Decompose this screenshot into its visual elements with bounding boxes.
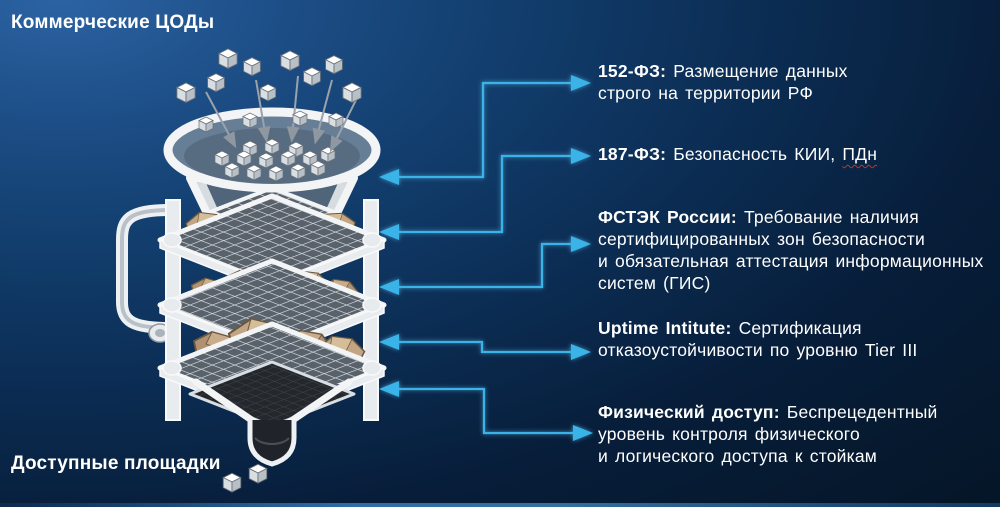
falling-cubes	[176, 48, 362, 153]
filter-tray-2	[157, 258, 387, 358]
connector-fstec	[378, 235, 592, 296]
connector-physical	[378, 380, 594, 442]
connector-152fz	[378, 74, 592, 186]
connector-uptime	[378, 333, 592, 361]
funnel-frame	[165, 199, 379, 421]
frame-nubs	[162, 232, 382, 376]
annotation-connectors	[378, 74, 594, 442]
page-title: Коммерческие ЦОДы	[11, 12, 215, 33]
filter-tray-3	[157, 315, 387, 421]
filter-tray-1	[157, 193, 387, 293]
annotation-uptime: Uptime Intitute: Сертификация отказоусто…	[598, 318, 918, 360]
funnel-cone	[186, 174, 358, 352]
annotation-152fz-label: 152-ФЗ:	[598, 61, 667, 81]
annotation-fstec: ФСТЭК России: Требование наличия сертифи…	[598, 207, 984, 293]
bottom-accent-bar	[0, 503, 1000, 507]
output-cubes	[222, 463, 268, 493]
spellchecked-word: ПДн	[842, 144, 878, 164]
annotation-187fz: 187-ФЗ: Безопасность КИИ, ПДн	[598, 144, 878, 164]
annotation-uptime-label: Uptime Intitute:	[598, 318, 732, 338]
annotation-fstec-label: ФСТЭК России:	[598, 207, 737, 227]
annotation-physical: Физический доступ: Беспрецедентный урове…	[598, 402, 938, 466]
dark-filter-and-outlet	[188, 360, 356, 467]
annotation-187fz-label: 187-ФЗ:	[598, 144, 667, 164]
neck-screen	[208, 186, 336, 238]
footer-label: Доступные площадки	[11, 453, 221, 474]
connector-187fz	[378, 147, 592, 241]
annotation-152fz: 152-ФЗ: Размещение данных строго на терр…	[598, 61, 848, 103]
funnel-bowl	[163, 107, 381, 193]
funnel-handle	[116, 204, 172, 343]
annotation-physical-label: Физический доступ:	[598, 402, 780, 422]
